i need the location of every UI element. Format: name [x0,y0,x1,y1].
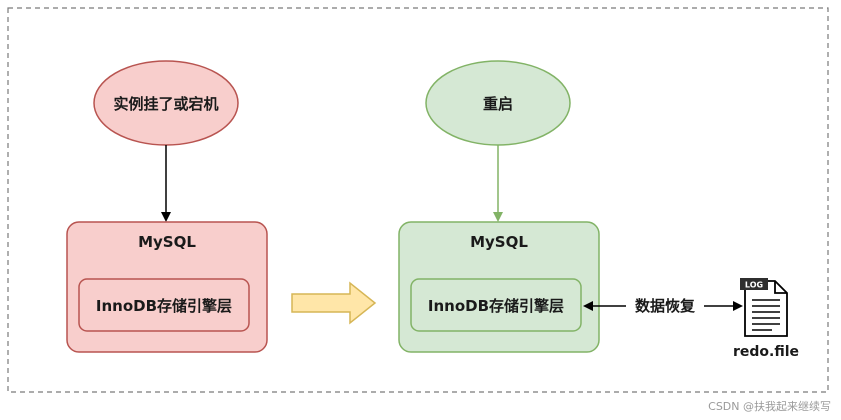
innodb-label-right: InnoDB存储引擎层 [428,297,564,315]
outer-dashed-border [7,7,829,393]
recovery-label-bg [626,294,704,316]
innodb-box-right [410,278,582,332]
log-file-icon [740,278,788,337]
recovery-label: 数据恢复 [635,297,696,315]
crash-label: 实例挂了或宕机 [113,95,218,113]
file-tag-label: LOG [745,281,763,290]
watermark: CSDN @扶我起来继续写 [708,400,831,413]
mysql-label-left: MySQL [138,233,196,251]
mysql-label-right: MySQL [470,233,528,251]
innodb-label-left: InnoDB存储引擎层 [96,297,232,315]
file-name-label: redo.file [733,344,799,360]
right-block-arrow-icon [291,281,377,325]
restart-label: 重启 [483,95,513,113]
innodb-box-left [78,278,250,332]
